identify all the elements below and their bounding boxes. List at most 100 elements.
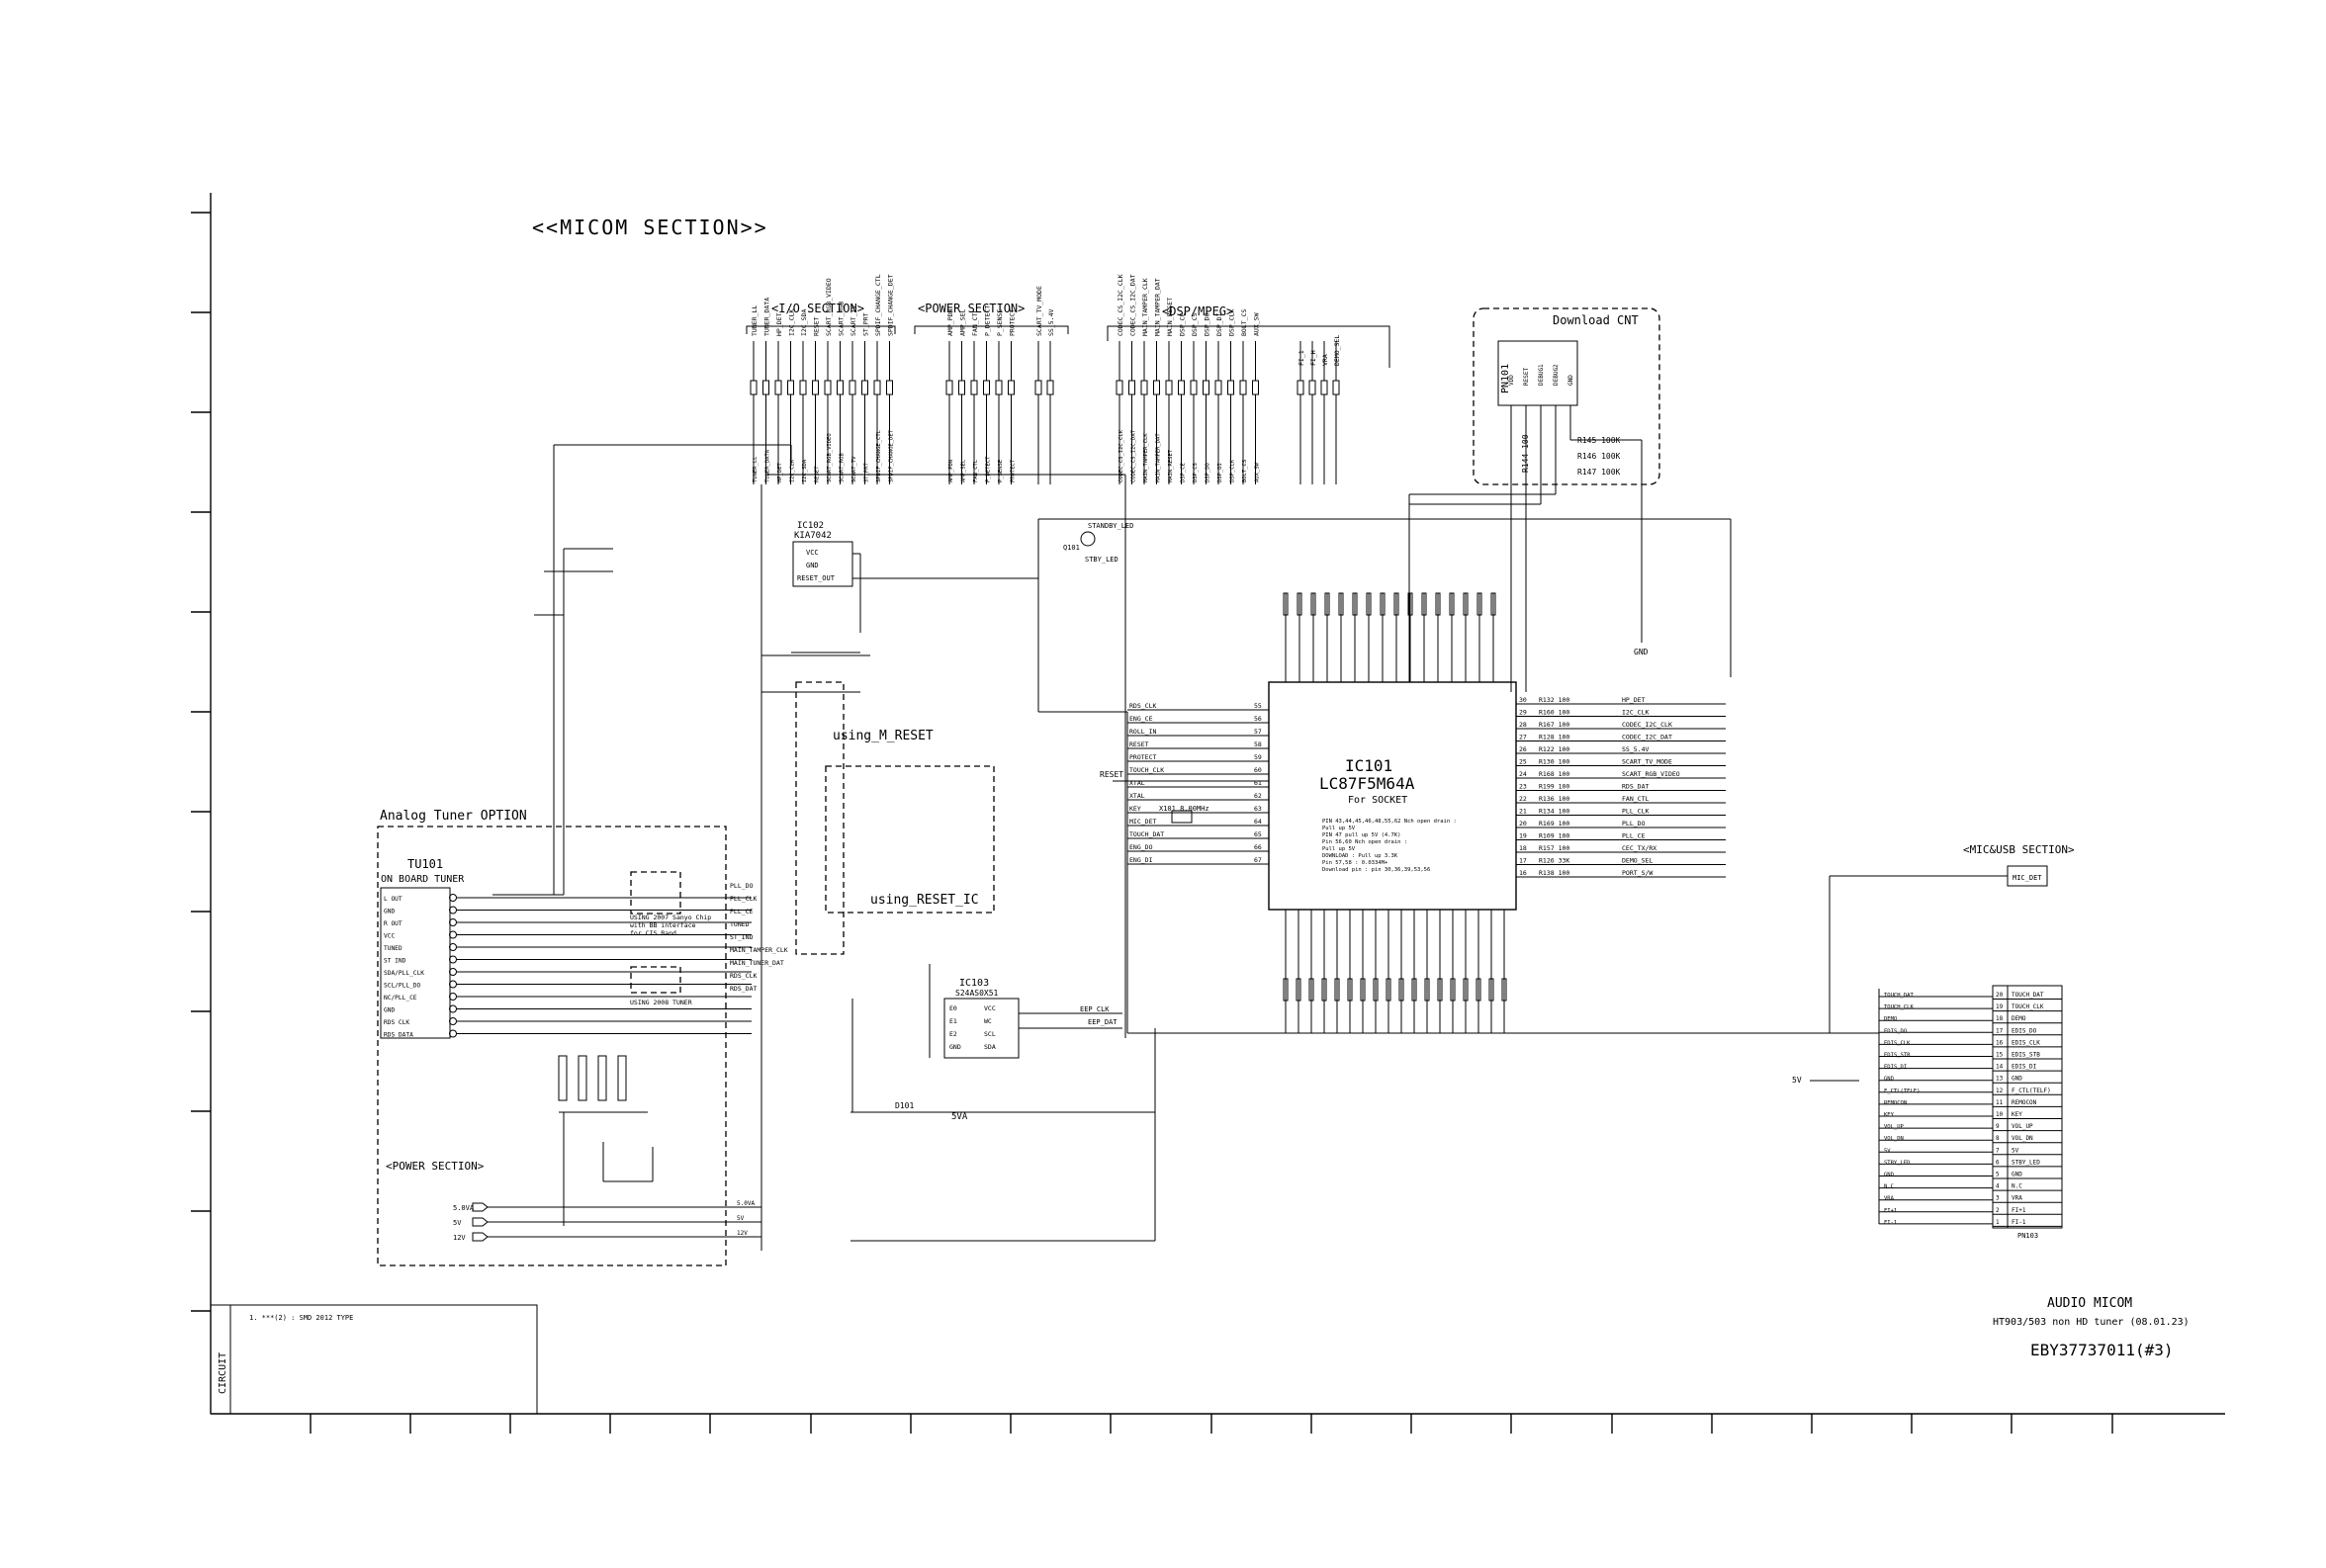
pn103-sig-10: KEY [2012, 1111, 2022, 1118]
dsp-pin-11 [1252, 380, 1259, 395]
ic101-right-r-4: R122 100 [1539, 745, 1569, 753]
ic101-top-res-7 [1380, 592, 1386, 616]
ic101-bottom-res-4 [1334, 978, 1340, 1002]
pwr-pin-0 [945, 380, 953, 395]
dsp-label-low-5: DSP_CE [1181, 463, 1187, 482]
ic103-pin-5: WC [984, 1017, 992, 1025]
dsp-label-4: MAIN_RESET [1166, 298, 1174, 336]
tuner-sig-8: RDS_DAT [730, 985, 757, 993]
dsp-pin-5 [1178, 380, 1185, 395]
ic101-right-no-7: 23 [1519, 783, 1527, 791]
io-label-low-4: I2C_SDA [802, 459, 808, 482]
notes-box [210, 1304, 538, 1415]
ic101-top-res-8 [1393, 592, 1399, 616]
pn103-sig-12: VOL_DN [2012, 1135, 2033, 1142]
ic103-pin-3: GND [949, 1043, 961, 1051]
ic101-right-sig-2: CODEC_I2C_CLK [1622, 721, 1672, 729]
tu101-pin-label-7: SCL/PLL_DO [384, 983, 421, 990]
ic101-top-pins [1283, 592, 1496, 682]
pn103-sig-11: VOL_UP [2012, 1123, 2033, 1130]
ic101-right-r-12: R157 100 [1539, 844, 1569, 852]
pn103-no-10: 10 [1996, 1111, 2004, 1118]
io-label-low-10: SPDIF_CHANGE_CTL [876, 429, 882, 482]
ic101-bottom-res-11 [1424, 978, 1430, 1002]
frame-ticks-bottom [310, 1414, 2113, 1434]
analog-tuner-box [377, 826, 727, 1266]
io-label-low-0: TUNER_LL [753, 456, 759, 482]
io-label-6: SCART_RGB_VIDEO [825, 278, 833, 336]
ic101-right-sig-6: SCART_RGB_VIDEO [1622, 770, 1680, 778]
ic101-right-no-10: 20 [1519, 820, 1527, 828]
ic101-right-no-6: 24 [1519, 770, 1527, 778]
ic103-pin-4: VCC [984, 1004, 996, 1012]
dsp-pin-1 [1128, 380, 1135, 395]
io-pin-2 [774, 380, 782, 395]
ic101-right-sig-10: PLL_DO [1622, 820, 1646, 828]
pn103-no-1: 19 [1996, 1003, 2004, 1010]
ic103-pin-0: E0 [949, 1004, 957, 1012]
ic101-top-res-13 [1463, 592, 1469, 616]
title-block-name: AUDIO MICOM [2047, 1296, 2132, 1311]
mic-usb-label: <MIC&USB SECTION> [1963, 843, 2075, 856]
ic101-left-no-7: 62 [1254, 792, 1262, 800]
fi-pin-0 [1297, 380, 1304, 395]
ic101-part: LC87F5M64A [1319, 774, 1415, 793]
dsp-bracket [1107, 325, 1390, 368]
ic101-bottom-res-8 [1386, 978, 1391, 1002]
pn103-sig-7: GND [2012, 1076, 2022, 1083]
io-pin-9 [861, 380, 868, 395]
ic101-bottom-res-12 [1437, 978, 1443, 1002]
tuner-sig-5: MAIN_TAMPER_CLK [730, 946, 788, 954]
tu101-body [380, 887, 451, 1039]
tuner-signals: PLL_DOPLL_CLKPLL_CETUNEDST_INDMAIN_TAMPE… [730, 882, 788, 993]
io-label-3: I2C_CLK [788, 309, 796, 336]
ic101-right-sig-4: SS_5.4V [1622, 745, 1649, 753]
ic101-body [1268, 681, 1517, 911]
io-pin-10 [873, 380, 881, 395]
tuner-sig-6: MAIN_TUNER_DAT [730, 959, 784, 967]
page-title: <<MICOM SECTION>> [532, 216, 768, 239]
tu101-pin-6 [449, 968, 457, 976]
ic101-bottom-res-2 [1308, 978, 1314, 1002]
tu101-pin-5 [449, 955, 457, 964]
pn103-left-sig-17: VRA [1884, 1196, 1895, 1202]
ic103-ref: IC103 [959, 978, 989, 989]
pwr-pin-5 [1008, 380, 1015, 395]
io-label-low-11: SPDIF_CHANGE_DET [889, 429, 895, 482]
ic101-top-res-12 [1449, 592, 1455, 616]
tu101-pin-9 [449, 1004, 457, 1013]
io-label-low-7: SCART_RGB [840, 453, 846, 482]
ic101-top-res-15 [1490, 592, 1496, 616]
standby-led-label: STANDBY_LED [1088, 522, 1133, 530]
title-block-doc: EBY37737011(#3) [2030, 1341, 2174, 1359]
io-label-8: SCART_TV [850, 305, 857, 336]
dsp-label-7: DSP_DO [1204, 312, 1211, 336]
pn103-sig-18: FI+1 [2012, 1207, 2026, 1214]
ic101-top-res-2 [1310, 592, 1316, 616]
ic101-note-line-0: PIN 43,44,45,46,48,55,62 Nch open drain … [1322, 819, 1457, 825]
ic101-bottom-res-7 [1373, 978, 1379, 1002]
ic101-note-line-5: DOWNLOAD : Pull up 3.3K [1322, 853, 1398, 859]
pn101-connector [1497, 340, 1578, 406]
pn103-left-sig-1: TOUCH_CLK [1884, 1004, 1914, 1010]
tuner-sig-2: PLL_CE [730, 908, 754, 915]
power-section-label: <POWER SECTION> [918, 302, 1025, 315]
q101-transistor [1080, 531, 1096, 547]
dsp-label-6: DSP_CS [1191, 312, 1199, 336]
ic101-notes: PIN 43,44,45,46,48,55,62 Nch open drain … [1322, 819, 1457, 873]
power-in-net-2: 12V [737, 1230, 748, 1237]
ic103-wires [850, 964, 1156, 1242]
io-bracket [746, 325, 896, 334]
ic101-bottom-res-3 [1321, 978, 1327, 1002]
ic101-left-sig-7: XTAL [1129, 792, 1145, 800]
pwr-pin-3 [983, 380, 990, 395]
dsp-label-2: MAIN_TAMPER_CLK [1141, 278, 1149, 336]
ic101-right-sig-12: CEC_TX/RX [1622, 844, 1656, 852]
scart-label-0: SCART_TV_MODE [1035, 286, 1043, 336]
io-pin-7 [837, 380, 844, 395]
ic101-left-sig-6: XTAL [1129, 779, 1145, 787]
power-in-net-0: 5.0VA [737, 1200, 755, 1207]
pn103-left-sig-11: VOL_UP [1884, 1124, 1905, 1130]
